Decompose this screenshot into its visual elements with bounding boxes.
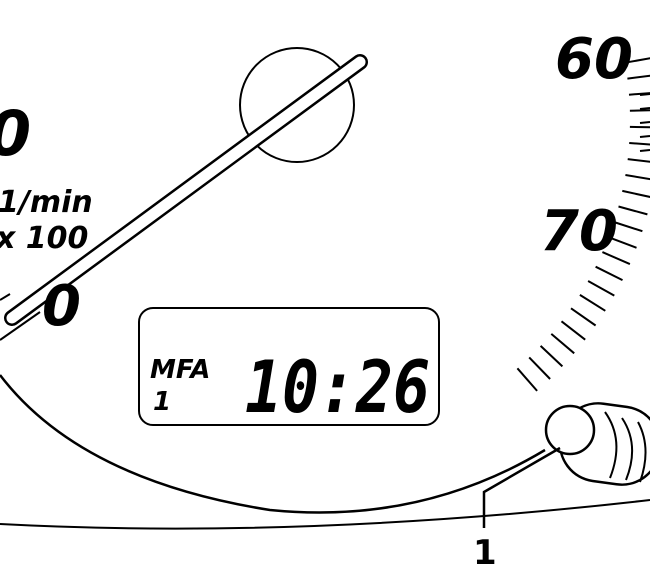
tachometer-dial-outline [0, 374, 546, 514]
speedometer-tick [539, 345, 564, 368]
speedometer-tick [516, 367, 538, 392]
tachometer-needle [4, 54, 368, 326]
speedometer-tick [629, 142, 650, 146]
callout-leader-line [482, 446, 561, 528]
speedometer-tick [602, 251, 631, 266]
speedometer-tick [595, 265, 623, 281]
speedometer-tick [587, 280, 615, 297]
callout-number: 1 [473, 533, 497, 573]
speedometer-tick [570, 307, 597, 327]
speedometer-tick [622, 189, 650, 198]
trip-reset-button [544, 402, 650, 486]
speedometer-tick [613, 221, 643, 233]
speedometer-tick [627, 74, 650, 80]
speedometer-tick [608, 236, 637, 249]
speedometer-tick [629, 125, 650, 129]
lcd-display-frame [138, 307, 440, 426]
speedometer-tick [628, 92, 650, 96]
tachometer-label-lower: 0 [42, 274, 81, 339]
speedometer-minor-tick [639, 149, 650, 152]
speedometer-tick [528, 356, 551, 380]
speedometer-minor-tick [639, 135, 650, 138]
speedometer-minor-tick [639, 121, 650, 124]
speedometer-tick [625, 174, 650, 181]
speedometer-label-60: 60 [555, 27, 633, 92]
tachometer-label-top: 0 [0, 97, 31, 170]
speedometer-tick [629, 109, 650, 112]
lcd-mode-label: MFA [150, 355, 210, 385]
needle-tail [0, 293, 11, 301]
speedometer-tick [579, 294, 606, 312]
speedometer-tick [560, 320, 586, 341]
tachometer-unit-multiplier: x 100 [0, 221, 88, 256]
speedometer-tick [627, 158, 650, 163]
tachometer-unit-rpm: 1/min [0, 185, 93, 220]
lcd-time-readout: 10:26 [245, 345, 430, 429]
needle-tail-2 [0, 311, 41, 341]
lcd-display: MFA 1 10:26 [138, 307, 440, 429]
speedometer-minor-tick [639, 107, 650, 110]
speedometer-tick [550, 333, 575, 355]
cluster-bezel-line [0, 499, 650, 530]
lcd-memory-label: 1 [153, 387, 171, 417]
speedometer-scale [516, 57, 650, 392]
speedometer-minor-tick [639, 93, 650, 96]
speedometer-tick [618, 205, 648, 216]
